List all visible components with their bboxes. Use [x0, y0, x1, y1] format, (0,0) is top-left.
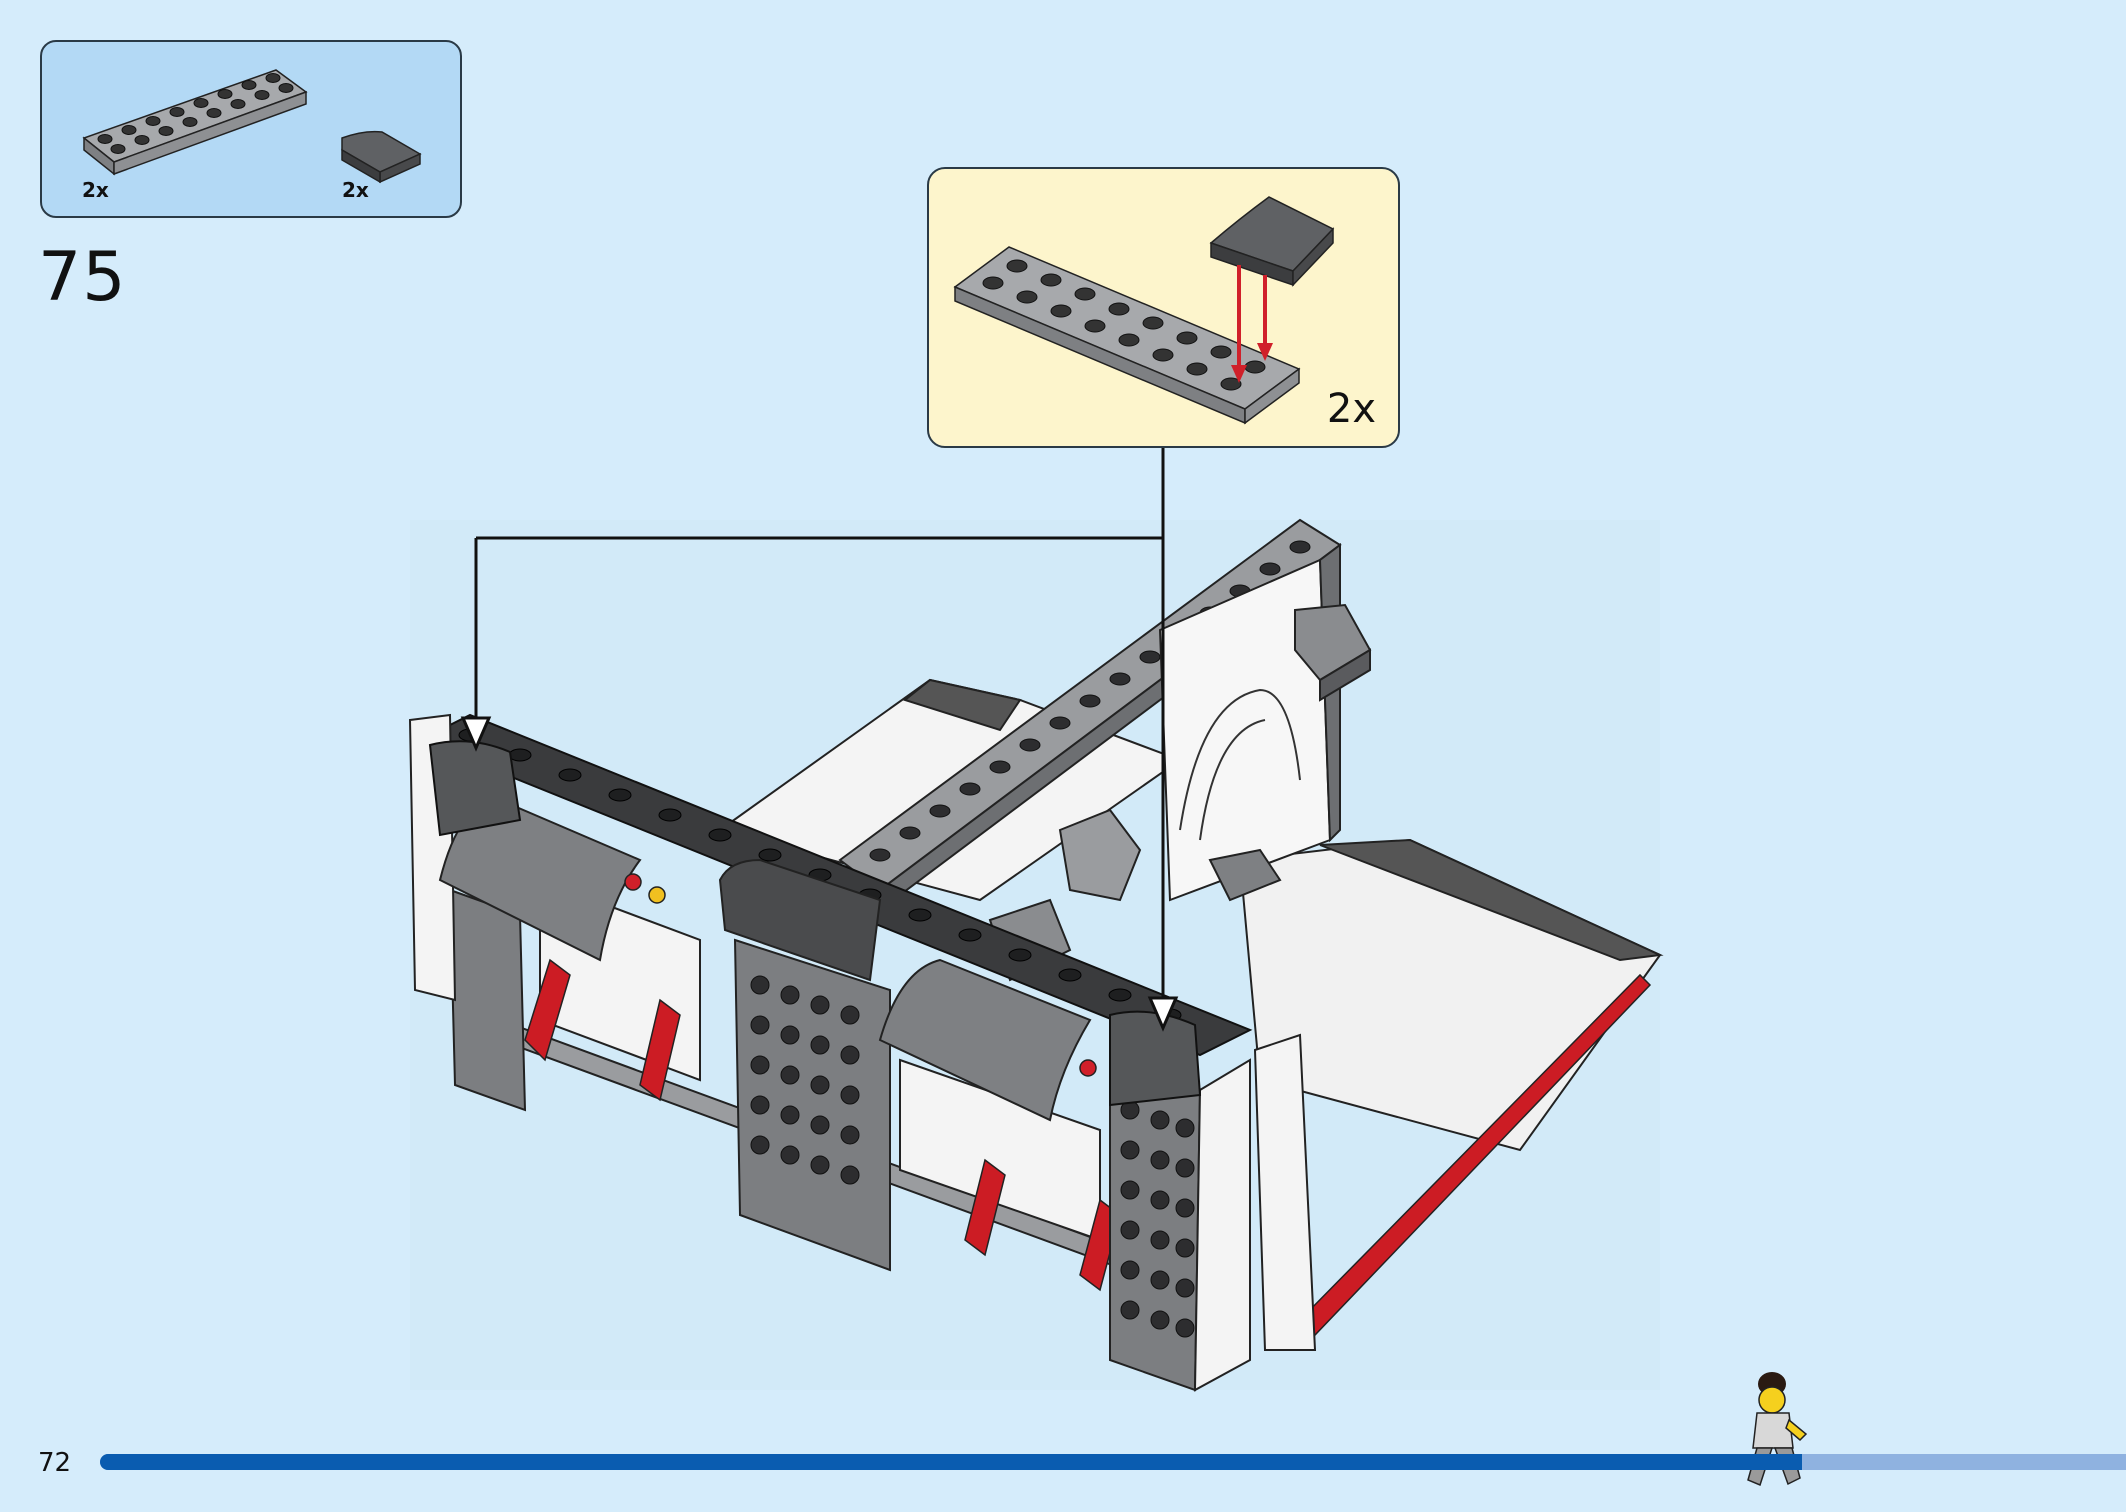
callout-subassembly-box: 2x: [927, 167, 1400, 448]
progress-fill: [100, 1454, 1802, 1470]
side-clip: [1294, 603, 1372, 702]
indicator-lights: [624, 873, 1097, 1077]
callout-red-arrows: [1231, 265, 1273, 383]
roof-slab-right: [1238, 838, 1664, 1337]
callout-connector: [474, 448, 1165, 1005]
progress-track: [100, 1454, 2126, 1470]
page-number: 72: [38, 1448, 72, 1478]
arrow-target-left: [460, 716, 492, 752]
column-right: [1109, 1033, 1317, 1392]
arrow-target-right: [1147, 996, 1179, 1032]
curved-slope-part: [341, 130, 422, 184]
parts-list-illustration: [82, 69, 422, 184]
awnings: [438, 798, 1092, 1122]
column-middle: [733, 938, 891, 1272]
step-number: 75: [38, 238, 127, 317]
callout-curved-slope: [1209, 196, 1335, 287]
parts-list-box: 2x 2x: [40, 40, 462, 218]
plate-2x8-part: [82, 69, 308, 176]
callout-plate: [953, 246, 1301, 425]
part-qty-slope: 2x: [342, 178, 369, 202]
callout-qty: 2x: [1326, 386, 1376, 432]
part-qty-plate: 2x: [82, 178, 109, 202]
new-curved-slopes: [428, 740, 1202, 1107]
callout-illustration: [953, 196, 1335, 425]
